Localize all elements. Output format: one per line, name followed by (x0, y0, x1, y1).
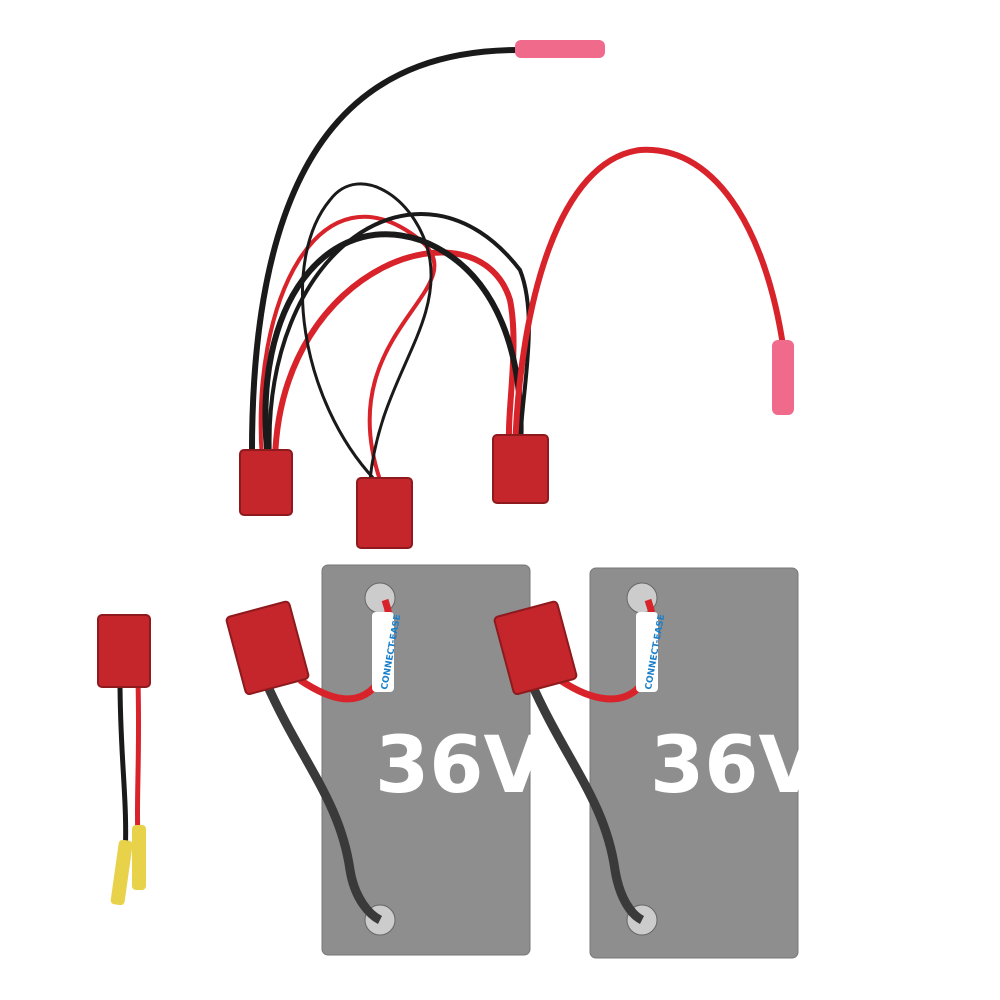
cable-label (372, 612, 394, 692)
black-wire-thick (262, 231, 524, 463)
pink-terminal-right (772, 340, 794, 415)
pigtail-black-wire (117, 679, 129, 861)
black-cable (260, 678, 383, 925)
connector (239, 449, 293, 516)
yellow-terminal (110, 839, 133, 906)
battery-cover-1: CONNECT-EASE 36V (225, 564, 544, 956)
pink-terminal-top (515, 40, 605, 58)
connector (493, 600, 578, 696)
pigtail-red-wire (134, 679, 142, 841)
harness-wires (248, 47, 788, 482)
voltage-label: 36V (375, 721, 544, 811)
cable-label (636, 612, 658, 692)
black-cable (525, 678, 645, 925)
yellow-terminal (132, 825, 146, 890)
battery-cover-2: CONNECT-EASE 36V (493, 567, 819, 959)
voltage-label: 36V (650, 721, 819, 811)
red-wire-thick (272, 249, 517, 463)
black-wire-thin (300, 182, 433, 482)
black-wire-long (248, 47, 523, 463)
harness-connectors (239, 434, 549, 549)
connector (492, 434, 549, 504)
connector (356, 477, 413, 549)
red-wire-loop (512, 146, 788, 453)
black-wire (267, 212, 531, 462)
connector (225, 600, 310, 696)
pigtail-connector (97, 614, 151, 688)
